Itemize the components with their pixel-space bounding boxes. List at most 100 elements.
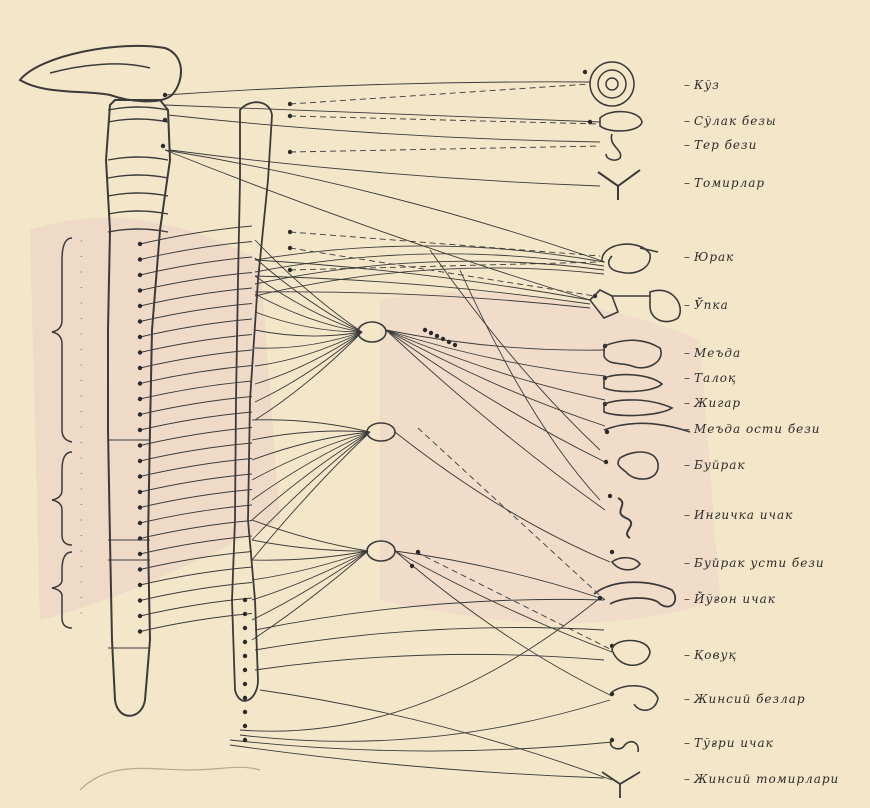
- paper-patch: [30, 218, 280, 620]
- synapse-dot: [583, 70, 587, 74]
- cord-band: [108, 157, 168, 160]
- organ-label-text: Талоқ: [694, 371, 736, 385]
- nerve-fibre: [255, 654, 604, 670]
- organ-label-rectum: –Тўғри ичак: [684, 738, 774, 749]
- synapse-dot: [138, 242, 142, 246]
- cord-band: [108, 193, 168, 196]
- organ-rectum: [611, 738, 639, 752]
- synapse-dot: [138, 304, 142, 308]
- organ-label-eye: –Кўз: [684, 80, 720, 91]
- organ-label-large-intestine: –Йўғон ичак: [684, 594, 776, 605]
- synapse-dot: [138, 288, 142, 292]
- cord-band: [108, 211, 168, 214]
- cord-band: [108, 107, 168, 110]
- synapse-dot: [243, 654, 247, 658]
- synapse-dot: [138, 381, 142, 385]
- synapse-dot: [138, 583, 142, 587]
- synapse-dot: [588, 120, 592, 124]
- synapse-dot: [163, 93, 167, 97]
- organ-label-text: Тўғри ичак: [694, 736, 774, 750]
- synapse-dot: [138, 474, 142, 478]
- organ-heart: [602, 244, 658, 273]
- organ-label-salivary: –Сўлак безы: [684, 116, 777, 127]
- organ-label-text: Қовуқ: [694, 648, 737, 662]
- nerve-fibre: [255, 330, 362, 336]
- synapse-dot: [138, 521, 142, 525]
- leader-dash: –: [684, 250, 691, 264]
- synapse-dot: [435, 334, 439, 338]
- nerve-fibre: [140, 598, 252, 616]
- segment-mark: ·: [80, 594, 83, 603]
- cord-band: [108, 119, 168, 122]
- leader-dash: –: [684, 692, 691, 706]
- segment-mark: ·: [80, 578, 83, 587]
- segment-mark: ·: [80, 501, 83, 510]
- nerve-fibre: [140, 614, 252, 632]
- synapse-dot: [138, 536, 142, 540]
- organ-genital: [612, 686, 658, 711]
- synapse-dot: [288, 102, 292, 106]
- synapse-dot: [138, 412, 142, 416]
- synapse-dot: [138, 397, 142, 401]
- leader-dash: –: [684, 346, 691, 360]
- synapse-dot: [598, 596, 602, 600]
- organ-label-pancreas: –Меъда ости бези: [684, 424, 821, 435]
- nerve-fibre: [230, 740, 612, 751]
- nerve-fibre: [255, 628, 604, 651]
- segment-mark: ·: [80, 485, 83, 494]
- leader-dash: –: [684, 298, 691, 312]
- nerve-fibre: [260, 690, 612, 780]
- organ-label-genital: –Жинсий безлар: [684, 694, 806, 705]
- organ-label-liver: –Талоқ: [684, 373, 736, 384]
- organ-label-text: Буйрак: [694, 458, 746, 472]
- segment-mark: ·: [80, 423, 83, 432]
- organ-vessels: [598, 170, 640, 200]
- organ-bladder: [612, 641, 650, 666]
- organ-label-text: Ўпка: [694, 298, 729, 312]
- leader-dash: –: [684, 114, 691, 128]
- organ-label-stomach: –Меъда: [684, 348, 741, 359]
- nerve-fibre: [252, 551, 368, 560]
- leader-dash: –: [684, 458, 691, 472]
- organ-label-sweat: –Тер бези: [684, 140, 757, 151]
- organ-label-gallbladder: –Жигар: [684, 398, 741, 409]
- segment-mark: ·: [80, 237, 83, 246]
- synapse-dot: [243, 598, 247, 602]
- nerve-fibre: [165, 105, 600, 122]
- leader-dash: –: [684, 508, 691, 522]
- segment-mark: ·: [80, 532, 83, 541]
- cord-band: [108, 175, 168, 178]
- synapse-dot: [429, 331, 433, 335]
- synapse-dot: [138, 505, 142, 509]
- synapse-dot: [138, 350, 142, 354]
- organ-label-text: Кўз: [694, 78, 720, 92]
- leader-dash: –: [684, 648, 691, 662]
- segment-mark: ·: [80, 408, 83, 417]
- segment-mark: ·: [80, 268, 83, 277]
- synapse-dot: [138, 614, 142, 618]
- segment-mark: ·: [80, 299, 83, 308]
- organ-label-text: Ингичка ичак: [694, 508, 793, 522]
- synapse-dot: [604, 460, 608, 464]
- organ-label-vessels: –Томирлар: [684, 178, 765, 189]
- organ-genital-vessels: [602, 772, 640, 798]
- synapse-dot: [441, 337, 445, 341]
- synapse-dot: [138, 629, 142, 633]
- leader-dash: –: [684, 371, 691, 385]
- leader-dash: –: [684, 592, 691, 606]
- organ-label-text: Жинсий безлар: [694, 692, 806, 706]
- segment-mark: ·: [80, 253, 83, 262]
- synapse-dot: [163, 118, 167, 122]
- nerve-fibre: [255, 261, 604, 284]
- synapse-dot: [610, 550, 614, 554]
- organ-eye: [590, 62, 634, 106]
- organ-label-heart: –Юрак: [684, 252, 734, 263]
- segment-mark: ·: [80, 284, 83, 293]
- synapse-dot: [288, 150, 292, 154]
- dashed-fibre: [290, 84, 590, 104]
- synapse-dot: [138, 319, 142, 323]
- synapse-dot: [410, 564, 414, 568]
- segment-mark: ·: [80, 563, 83, 572]
- leader-dash: –: [684, 396, 691, 410]
- leader-dash: –: [684, 422, 691, 436]
